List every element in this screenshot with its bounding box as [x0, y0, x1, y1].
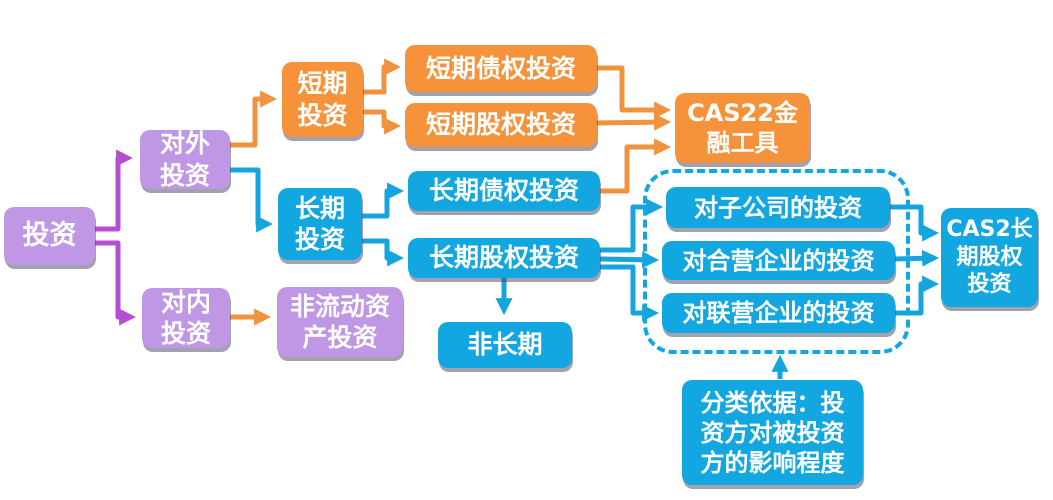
- node-investment-label: 投资: [22, 220, 77, 252]
- node-non-current-asset-investment: 非流动资 产投资: [277, 287, 403, 357]
- node-non-current-asset-investment-label: 非流动资 产投资: [289, 291, 390, 352]
- node-short-term-debt-investment: 短期债权投资: [405, 45, 597, 92]
- edge-heying-cas2: [894, 249, 940, 267]
- node-cas2-long-term-equity-investment-label: CAS2长 期股权 投资: [946, 217, 1033, 298]
- node-long-term-equity-investment-label: 长期股权投资: [428, 243, 579, 273]
- edge-dqzq-cas22: [597, 65, 672, 119]
- node-internal-investment-label: 对内 投资: [160, 287, 211, 348]
- edge-changqi-cqzq: [362, 182, 405, 219]
- edge-zi-cas2: [890, 204, 940, 242]
- node-investment-in-associates: 对联营企业的投资: [662, 293, 895, 333]
- node-classification-basis: 分类依据：投 资方对被投资 方的影响程度: [682, 380, 863, 485]
- edge-touzi-duiwai: [95, 149, 134, 232]
- node-cas22-financial-instruments-label: CAS22金 融工具: [687, 99, 798, 157]
- node-investment-in-associates-label: 对联营企业的投资: [682, 299, 875, 327]
- node-short-term-equity-investment: 短期股权投资: [405, 103, 597, 147]
- node-short-term-investment-label: 短期 投资: [297, 69, 348, 130]
- edge-duanqi-dqgq: [363, 109, 402, 135]
- node-external-investment: 对外 投资: [140, 129, 230, 190]
- node-long-term-investment: 长期 投资: [278, 188, 362, 260]
- node-investment: 投资: [4, 207, 95, 265]
- node-investment-in-subsidiaries: 对子公司的投资: [666, 187, 890, 228]
- node-long-term-debt-investment: 长期债权投资: [408, 171, 600, 211]
- node-internal-investment: 对内 投资: [142, 288, 230, 348]
- node-short-term-debt-investment-label: 短期债权投资: [425, 53, 576, 83]
- edge-duanqi-dqzq: [363, 58, 402, 95]
- edge-dqgq-cas22: [596, 113, 672, 131]
- edge-cqzq-cas22: [600, 138, 672, 194]
- node-investment-in-joint-ventures: 对合营企业的投资: [662, 241, 895, 280]
- node-short-term-investment: 短期 投资: [282, 62, 363, 137]
- node-classification-basis-label: 分类依据：投 资方对被投资 方的影响程度: [700, 388, 845, 477]
- edge-changqi-cqgq: [362, 238, 405, 267]
- node-external-investment-label: 对外 投资: [159, 129, 210, 190]
- node-non-long-term: 非长期: [438, 322, 572, 368]
- node-long-term-equity-investment: 长期股权投资: [408, 238, 600, 278]
- node-long-term-debt-investment-label: 长期债权投资: [428, 176, 579, 206]
- node-non-long-term-label: 非长期: [467, 330, 543, 360]
- node-investment-in-subsidiaries-label: 对子公司的投资: [694, 193, 862, 222]
- edge-duiwai-duanqi: [230, 90, 278, 148]
- edge-duiwai-changqi: [230, 167, 274, 233]
- node-long-term-investment-label: 长期 投资: [294, 193, 345, 254]
- edge-touzi-duinei: [95, 240, 137, 326]
- node-short-term-equity-investment-label: 短期股权投资: [425, 110, 576, 140]
- node-investment-in-joint-ventures-label: 对合营企业的投资: [682, 246, 875, 275]
- node-cas2-long-term-equity-investment: CAS2长 期股权 投资: [941, 208, 1038, 307]
- node-cas22-financial-instruments: CAS22金 融工具: [675, 93, 810, 163]
